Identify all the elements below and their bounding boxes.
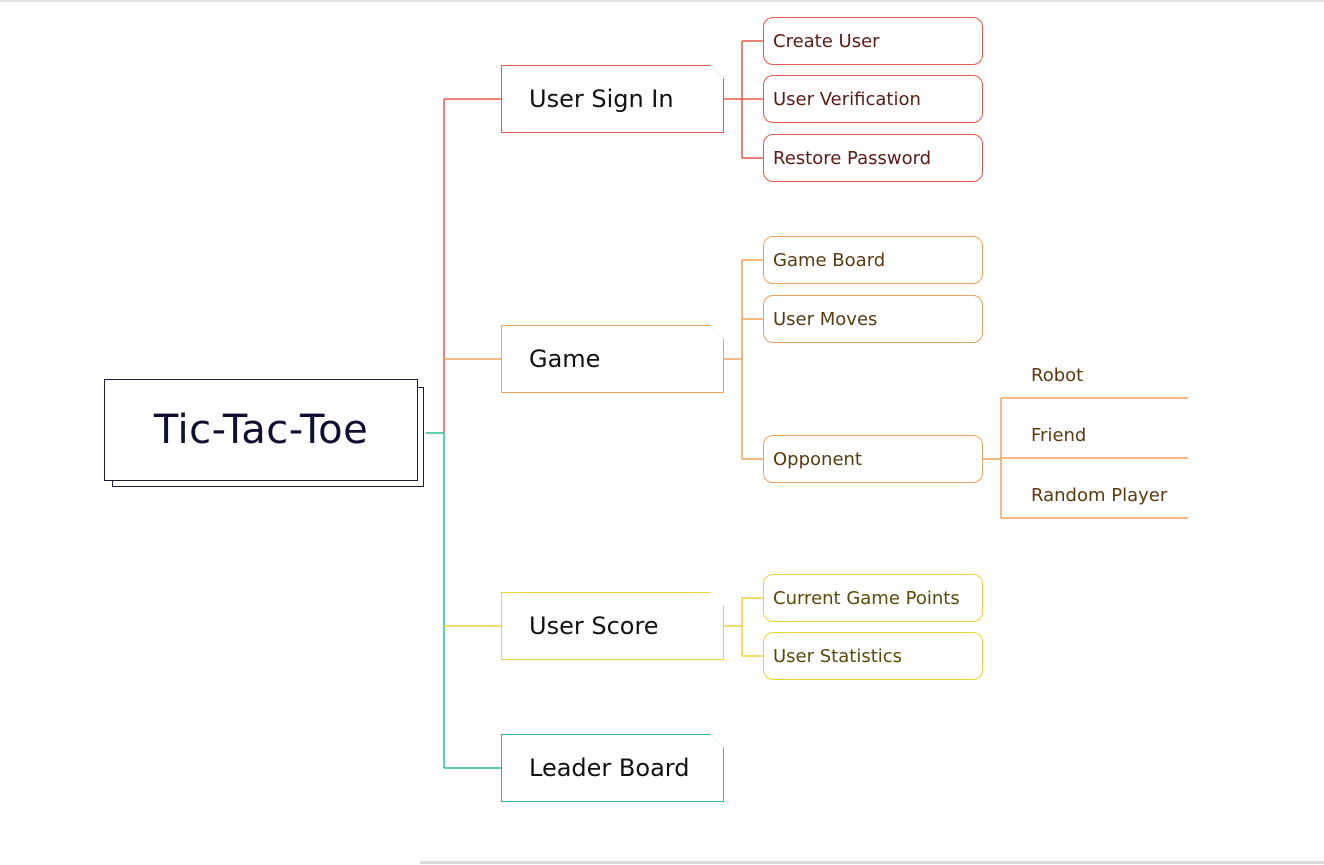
leaf-label: Game Board: [773, 249, 886, 271]
leaf-user-verification[interactable]: User Verification: [763, 75, 983, 123]
top-border: [0, 0, 1324, 2]
root-label: Tic-Tac-Toe: [153, 407, 369, 453]
leaf-user-statistics[interactable]: User Statistics: [763, 632, 983, 680]
branch-label: User Sign In: [529, 85, 674, 113]
branch-label: Leader Board: [529, 754, 690, 782]
root-node[interactable]: Tic-Tac-Toe: [104, 379, 418, 481]
connectors-game: [723, 259, 1188, 519]
branch-user-score[interactable]: User Score: [501, 592, 724, 660]
leaf-restore-password[interactable]: Restore Password: [763, 134, 983, 182]
branch-label: Game: [529, 345, 601, 373]
leaf-game-board[interactable]: Game Board: [763, 236, 983, 284]
branch-user-sign-in[interactable]: User Sign In: [501, 65, 724, 133]
opponent-option-robot[interactable]: Robot: [1031, 365, 1084, 386]
bottom-border: [420, 861, 1324, 864]
leaf-label: Restore Password: [773, 147, 932, 169]
opponent-option-random-player[interactable]: Random Player: [1031, 485, 1168, 506]
leaf-label: Current Game Points: [773, 587, 960, 609]
leaf-opponent[interactable]: Opponent: [763, 435, 983, 483]
connectors-sign-in: [723, 40, 763, 159]
branch-label: User Score: [529, 612, 659, 640]
branch-leader-board[interactable]: Leader Board: [501, 734, 724, 802]
leaf-label: User Moves: [773, 308, 878, 330]
leaf-user-moves[interactable]: User Moves: [763, 295, 983, 343]
leaf-label: Opponent: [773, 448, 862, 470]
branch-game[interactable]: Game: [501, 325, 724, 393]
leaf-label: User Verification: [773, 88, 921, 110]
leaf-label: Create User: [773, 30, 880, 52]
connectors-user-score: [723, 597, 763, 657]
leaf-create-user[interactable]: Create User: [763, 17, 983, 65]
leaf-label: User Statistics: [773, 645, 903, 667]
opponent-option-friend[interactable]: Friend: [1031, 425, 1087, 446]
leaf-current-game-points[interactable]: Current Game Points: [763, 574, 983, 622]
